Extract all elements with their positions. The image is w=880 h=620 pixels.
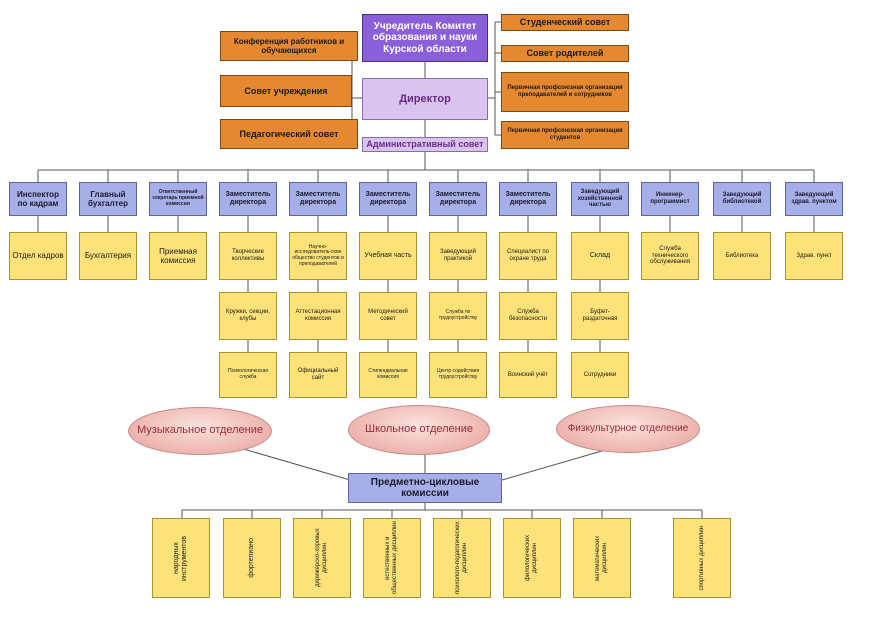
union-students-box: Первичная профсоюзная организация студен… [501,121,629,149]
director-box: Директор [362,78,488,120]
item-clubs: Кружки, секции, клубы [219,292,277,340]
item-warehouse: Склад [571,232,629,280]
item-medical-post: Здрав. пункт [785,232,843,280]
head-deputy-5: Заместитель директора [499,182,557,216]
commission-piano: фортепиано [223,518,281,598]
item-library: Библиотека [713,232,771,280]
head-engineer-programmer: Инженер-программист [641,182,699,216]
item-hr-department: Отдел кадров [9,232,67,280]
head-deputy-2: Заместитель директора [289,182,347,216]
commission-natural-social: естественных и общественных дисциплин [363,518,421,598]
commission-folk-instruments: народных инструментов [152,518,210,598]
item-methodical-council: Методический совет [359,292,417,340]
item-psych-service: Психологическая служба [219,352,277,398]
commission-mathematical: математических дисциплин [573,518,631,598]
item-practice-head: Заведующий практикой [429,232,487,280]
head-medical-post: Заведующий здрав. пунктом [785,182,843,216]
founder-box: Учредитель Комитет образования и науки К… [362,14,488,62]
head-admission-secretary: Ответственный секретарь приемной комисси… [149,182,207,216]
item-staff: Сотрудники [571,352,629,398]
commission-label: психолого-педагогических дисциплин [455,521,468,595]
commission-philological: филологических дисциплин [503,518,561,598]
item-employment-service: Служба по трудоустройству [429,292,487,340]
item-creative-groups: Творческие коллективы [219,232,277,280]
dept-sport: Физкультурное отделение [556,405,700,453]
commission-label: естественных и общественных дисциплин [385,521,398,595]
item-labor-safety: Специалист по охране труда [499,232,557,280]
item-official-site: Официальный сайт [289,352,347,398]
conference-box: Конференция работников и обучающихся [220,31,358,61]
union-staff-box: Первичная профсоюзная организация препод… [501,72,629,112]
item-security-service: Служба безопасности [499,292,557,340]
item-employment-center: Центр содействия трудоустройству [429,352,487,398]
head-household-manager: Заведующий хозяйственной частью [571,182,629,216]
commission-sport: спортивных дисциплин [673,518,731,598]
admin-council-box: Административный совет [362,137,488,152]
commission-label: фортепиано [247,538,255,578]
item-tech-service: Служба технического обслуживания [641,232,699,280]
commission-psych-pedagogical: психолого-педагогических дисциплин [433,518,491,598]
council-box: Совет учреждения [220,75,352,107]
head-deputy-1: Заместитель директора [219,182,277,216]
head-deputy-3: Заместитель директора [359,182,417,216]
dept-school: Школьное отделение [348,405,490,455]
item-academic-office: Учебная часть [359,232,417,280]
head-hr-inspector: Инспектор по кадрам [9,182,67,216]
head-librarian: Заведующий библиотекой [713,182,771,216]
item-attestation: Аттестационная комиссия [289,292,347,340]
item-buffet: Буфет-раздаточная [571,292,629,340]
item-scholarship: Стипендиальная комиссия [359,352,417,398]
commission-label: дирижерско-хоровых дисциплин [315,528,328,588]
commission-label: математических дисциплин [595,535,608,581]
commission-label: народных инструментов [172,535,188,581]
head-chief-accountant: Главный бухгалтер [79,182,137,216]
item-accounting: Бухгалтерия [79,232,137,280]
item-admission-committee: Приемная комиссия [149,232,207,280]
item-military-register: Воинский учёт [499,352,557,398]
commission-choral: дирижерско-хоровых дисциплин [293,518,351,598]
item-research-society: Научно-исследователь-ское общество студе… [289,232,347,280]
head-deputy-4: Заместитель директора [429,182,487,216]
parents-council-box: Совет родителей [501,45,629,62]
dept-music: Музыкальное отделение [128,407,272,455]
student-council-box: Студенческий совет [501,14,629,31]
commission-label: филологических дисциплин [525,535,538,581]
commission-label: спортивных дисциплин [698,525,705,591]
pedagogical-council-box: Педагогический совет [220,119,358,149]
commissions-title: Предметно-цикловые комиссии [348,473,502,503]
